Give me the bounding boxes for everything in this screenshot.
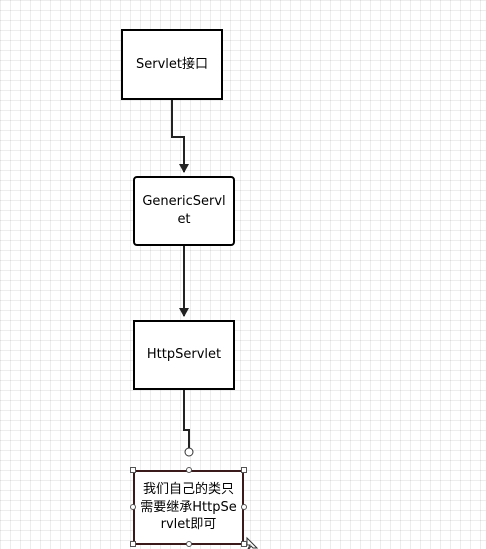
edge-servlet-to-generic[interactable]: [171, 100, 189, 173]
node-own-class[interactable]: 我们自己的类只需要继承HttpServlet即可: [133, 470, 244, 545]
edge-http-to-own-class[interactable]: [183, 390, 190, 452]
node-label: GenericServlet: [142, 194, 226, 227]
resize-handle-bottom[interactable]: [186, 541, 192, 547]
resize-handle-top-right[interactable]: [241, 467, 247, 473]
resize-handle-top-left[interactable]: [130, 467, 136, 473]
node-label: Servlet接口: [136, 56, 208, 72]
resize-handle-bottom-left[interactable]: [130, 541, 136, 547]
resize-handle-left[interactable]: [130, 504, 136, 510]
resize-handle-top[interactable]: [186, 467, 192, 473]
node-generic-servlet[interactable]: GenericServlet: [133, 176, 235, 246]
node-label: 我们自己的类只需要继承HttpServlet即可: [140, 482, 237, 533]
node-servlet-interface[interactable]: Servlet接口: [121, 29, 223, 100]
node-http-servlet[interactable]: HttpServlet: [133, 320, 235, 390]
node-label: HttpServlet: [146, 347, 222, 363]
resize-handle-bottom-right[interactable]: [241, 541, 247, 547]
resize-handle-right[interactable]: [241, 504, 247, 510]
connection-point[interactable]: [184, 447, 194, 457]
cursor-icon: [246, 536, 259, 549]
